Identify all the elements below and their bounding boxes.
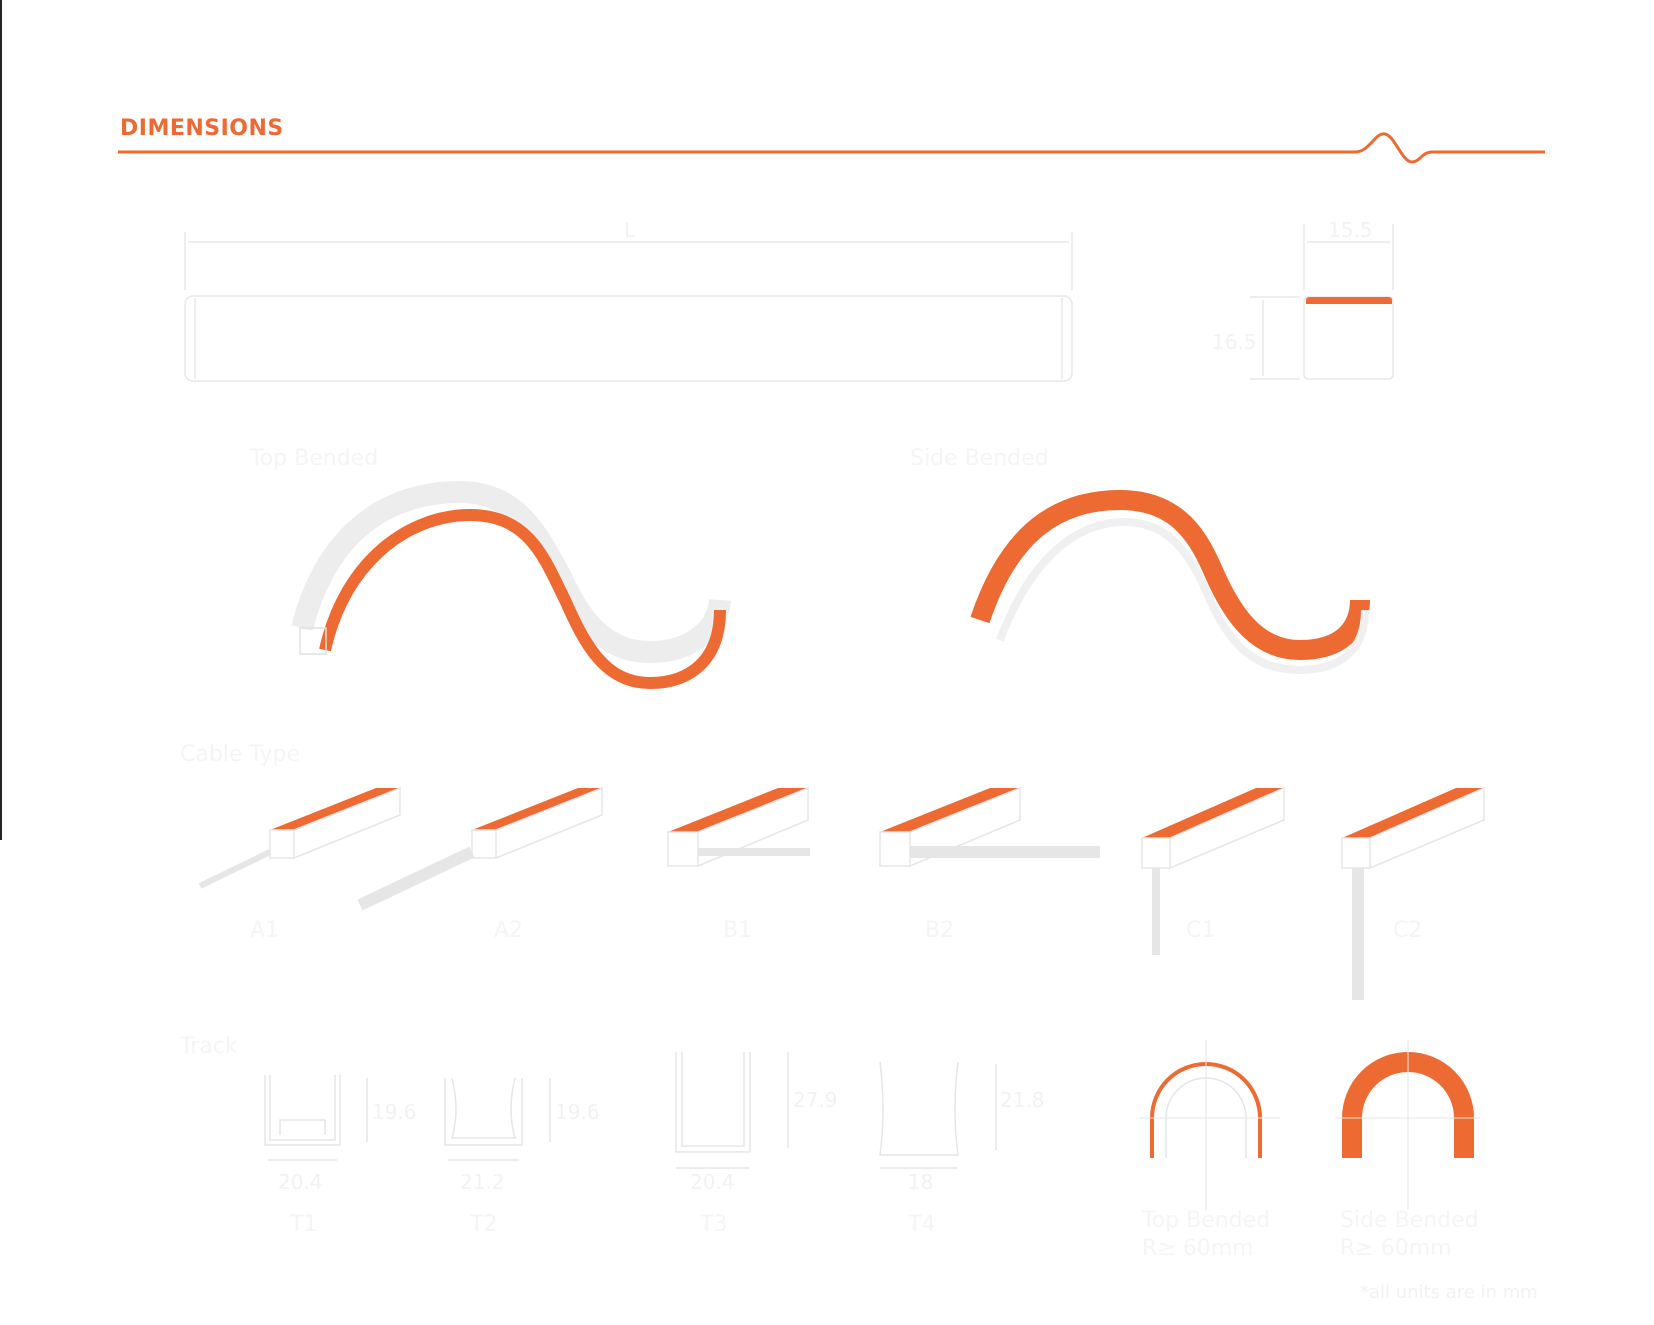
radius-side-value: R≥ 60mm	[1340, 1236, 1452, 1261]
page-edge-line	[0, 0, 2, 840]
header-rule-wave	[118, 132, 1545, 164]
length-label: L	[624, 218, 636, 242]
track-t1-label: T1	[290, 1212, 318, 1237]
cable-a1-drawing	[198, 786, 401, 889]
cable-label: A1	[250, 918, 280, 943]
track-t3-height: 27.9	[793, 1088, 838, 1112]
cable-label: B2	[925, 918, 955, 943]
track-t4-label: T4	[908, 1212, 936, 1237]
track-t3-drawing	[675, 1052, 789, 1169]
track-title: Track	[180, 1034, 238, 1059]
cable-label: B1	[723, 918, 753, 943]
track-t1-height: 19.6	[372, 1100, 417, 1124]
track-t4-height: 21.8	[1000, 1088, 1045, 1112]
side-bended-label: Side Bended	[910, 446, 1049, 471]
section-title: DIMENSIONS	[120, 116, 284, 141]
track-t3-width: 20.4	[690, 1170, 735, 1194]
width-value: 15.5	[1328, 218, 1373, 242]
radius-top-label: Top Bended	[1142, 1208, 1271, 1233]
cable-b2-drawing	[879, 786, 1100, 867]
track-t2-label: T2	[470, 1212, 498, 1237]
top-bended-drawing	[291, 480, 731, 690]
radius-side-drawing	[1335, 1040, 1480, 1210]
cable-a2-drawing	[357, 786, 603, 911]
track-t2-drawing	[444, 1077, 551, 1161]
track-t2-width: 21.2	[460, 1170, 505, 1194]
cable-label: C2	[1393, 918, 1423, 943]
height-value: 16.5	[1212, 330, 1257, 354]
radius-side-label: Side Bended	[1340, 1208, 1479, 1233]
radius-top-drawing	[1140, 1040, 1280, 1210]
track-t4-width: 18	[908, 1170, 934, 1194]
cable-c2-drawing	[1341, 786, 1485, 1000]
track-t1-drawing	[264, 1075, 368, 1161]
track-t4-drawing	[879, 1061, 997, 1169]
cable-label: C1	[1186, 918, 1216, 943]
side-bended-drawing	[970, 489, 1370, 675]
units-footnote: *all units are in mm	[1360, 1282, 1538, 1303]
cable-type-title: Cable Type	[180, 742, 300, 767]
profile-length-drawing	[184, 232, 1073, 382]
cable-b1-drawing	[667, 786, 810, 867]
track-t3-label: T3	[700, 1212, 728, 1237]
radius-top-value: R≥ 60mm	[1142, 1236, 1254, 1261]
top-bended-label: Top Bended	[250, 446, 379, 471]
cable-c1-drawing	[1141, 786, 1285, 955]
track-t1-width: 20.4	[278, 1170, 323, 1194]
profile-section-drawing	[1250, 224, 1394, 380]
track-t2-height: 19.6	[555, 1100, 600, 1124]
cable-label: A2	[494, 918, 524, 943]
